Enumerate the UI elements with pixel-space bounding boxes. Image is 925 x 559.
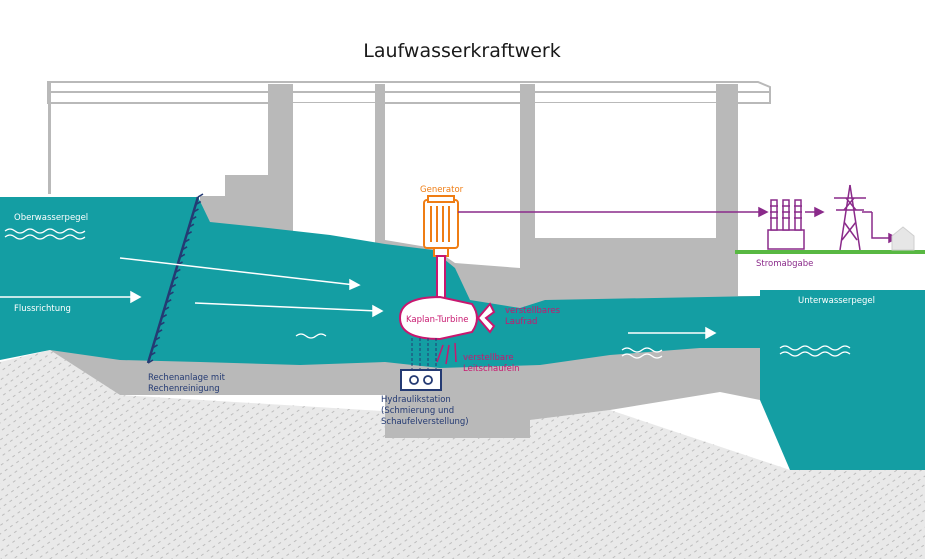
trash-rack-tooth — [183, 238, 190, 243]
label-rechenanlage-1: Rechenanlage mit — [148, 373, 226, 383]
trash-rack-tooth — [156, 329, 163, 334]
wave-marks — [4, 228, 851, 359]
trash-rack-tooth — [174, 268, 181, 274]
hydraulic-station-icon — [400, 369, 442, 391]
trash-rack-tooth — [149, 351, 156, 357]
trash-rack-tooth — [161, 314, 168, 319]
pillar-gap — [268, 100, 293, 196]
power-pylon-icon — [834, 184, 866, 251]
hydraulic-lines — [411, 338, 437, 370]
trash-rack-tooth — [165, 298, 172, 304]
trash-rack-tooth — [186, 231, 193, 236]
trash-rack-tooth — [170, 283, 177, 289]
label-stromabgabe: Stromabgabe — [756, 259, 813, 269]
trash-rack-tooth — [195, 200, 202, 206]
label-hydraulik-1: Hydraulikstation — [381, 395, 451, 405]
riverbed-hatch — [0, 350, 925, 559]
trash-rack-tooth — [168, 291, 174, 296]
label-unterwasserpegel: Unterwasserpegel — [798, 296, 875, 306]
intake-window-2 — [535, 103, 716, 238]
label-hydraulik-2: (Schmierung und — [381, 406, 454, 416]
trash-rack-tooth — [154, 336, 161, 342]
grass-line — [735, 250, 925, 254]
house-icon — [891, 226, 915, 251]
label-leitschaufeln-1: verstellbare — [463, 353, 514, 363]
dam-left-wall — [48, 82, 51, 194]
label-flussrichtung: Flussrichtung — [14, 304, 71, 314]
trash-rack-tooth — [179, 253, 186, 259]
trash-rack-tooth — [158, 321, 165, 326]
kaplan-turbine-icon — [398, 295, 496, 341]
transformer-icon — [767, 199, 805, 250]
trash-rack-tooth — [188, 223, 195, 228]
trash-rack-tooth — [190, 215, 197, 221]
trash-rack-tooth — [172, 276, 179, 281]
upper-water — [0, 197, 760, 368]
label-generator: Generator — [420, 185, 464, 195]
lower-water — [760, 290, 925, 470]
flow-arrows — [0, 257, 717, 340]
guide-vanes — [436, 342, 457, 365]
intake-window-1 — [293, 103, 375, 253]
label-rechenanlage-2: Rechenreinigung — [148, 384, 220, 394]
turbine-shaft — [436, 255, 446, 299]
label-kaplan-turbine: Kaplan-Turbine — [406, 315, 468, 325]
label-hydraulik-3: Schaufelverstellung) — [381, 417, 469, 427]
trash-rack-tooth — [193, 208, 199, 213]
label-leitschaufeln-2: Leitschaufeln — [463, 364, 520, 374]
generator-icon — [423, 195, 459, 257]
trash-rack-tooth — [197, 193, 204, 198]
trash-rack-tooth — [181, 246, 188, 251]
label-laufrad-2: Laufrad — [505, 317, 537, 327]
label-laufrad-1: verstellbares — [505, 306, 561, 316]
diagram-title: Laufwasserkraftwerk — [363, 40, 560, 62]
trash-rack-tooth — [163, 306, 170, 311]
trash-rack-tooth — [147, 359, 154, 364]
label-oberwasserpegel: Oberwasserpegel — [14, 213, 88, 223]
trash-rack-tooth — [152, 344, 158, 349]
